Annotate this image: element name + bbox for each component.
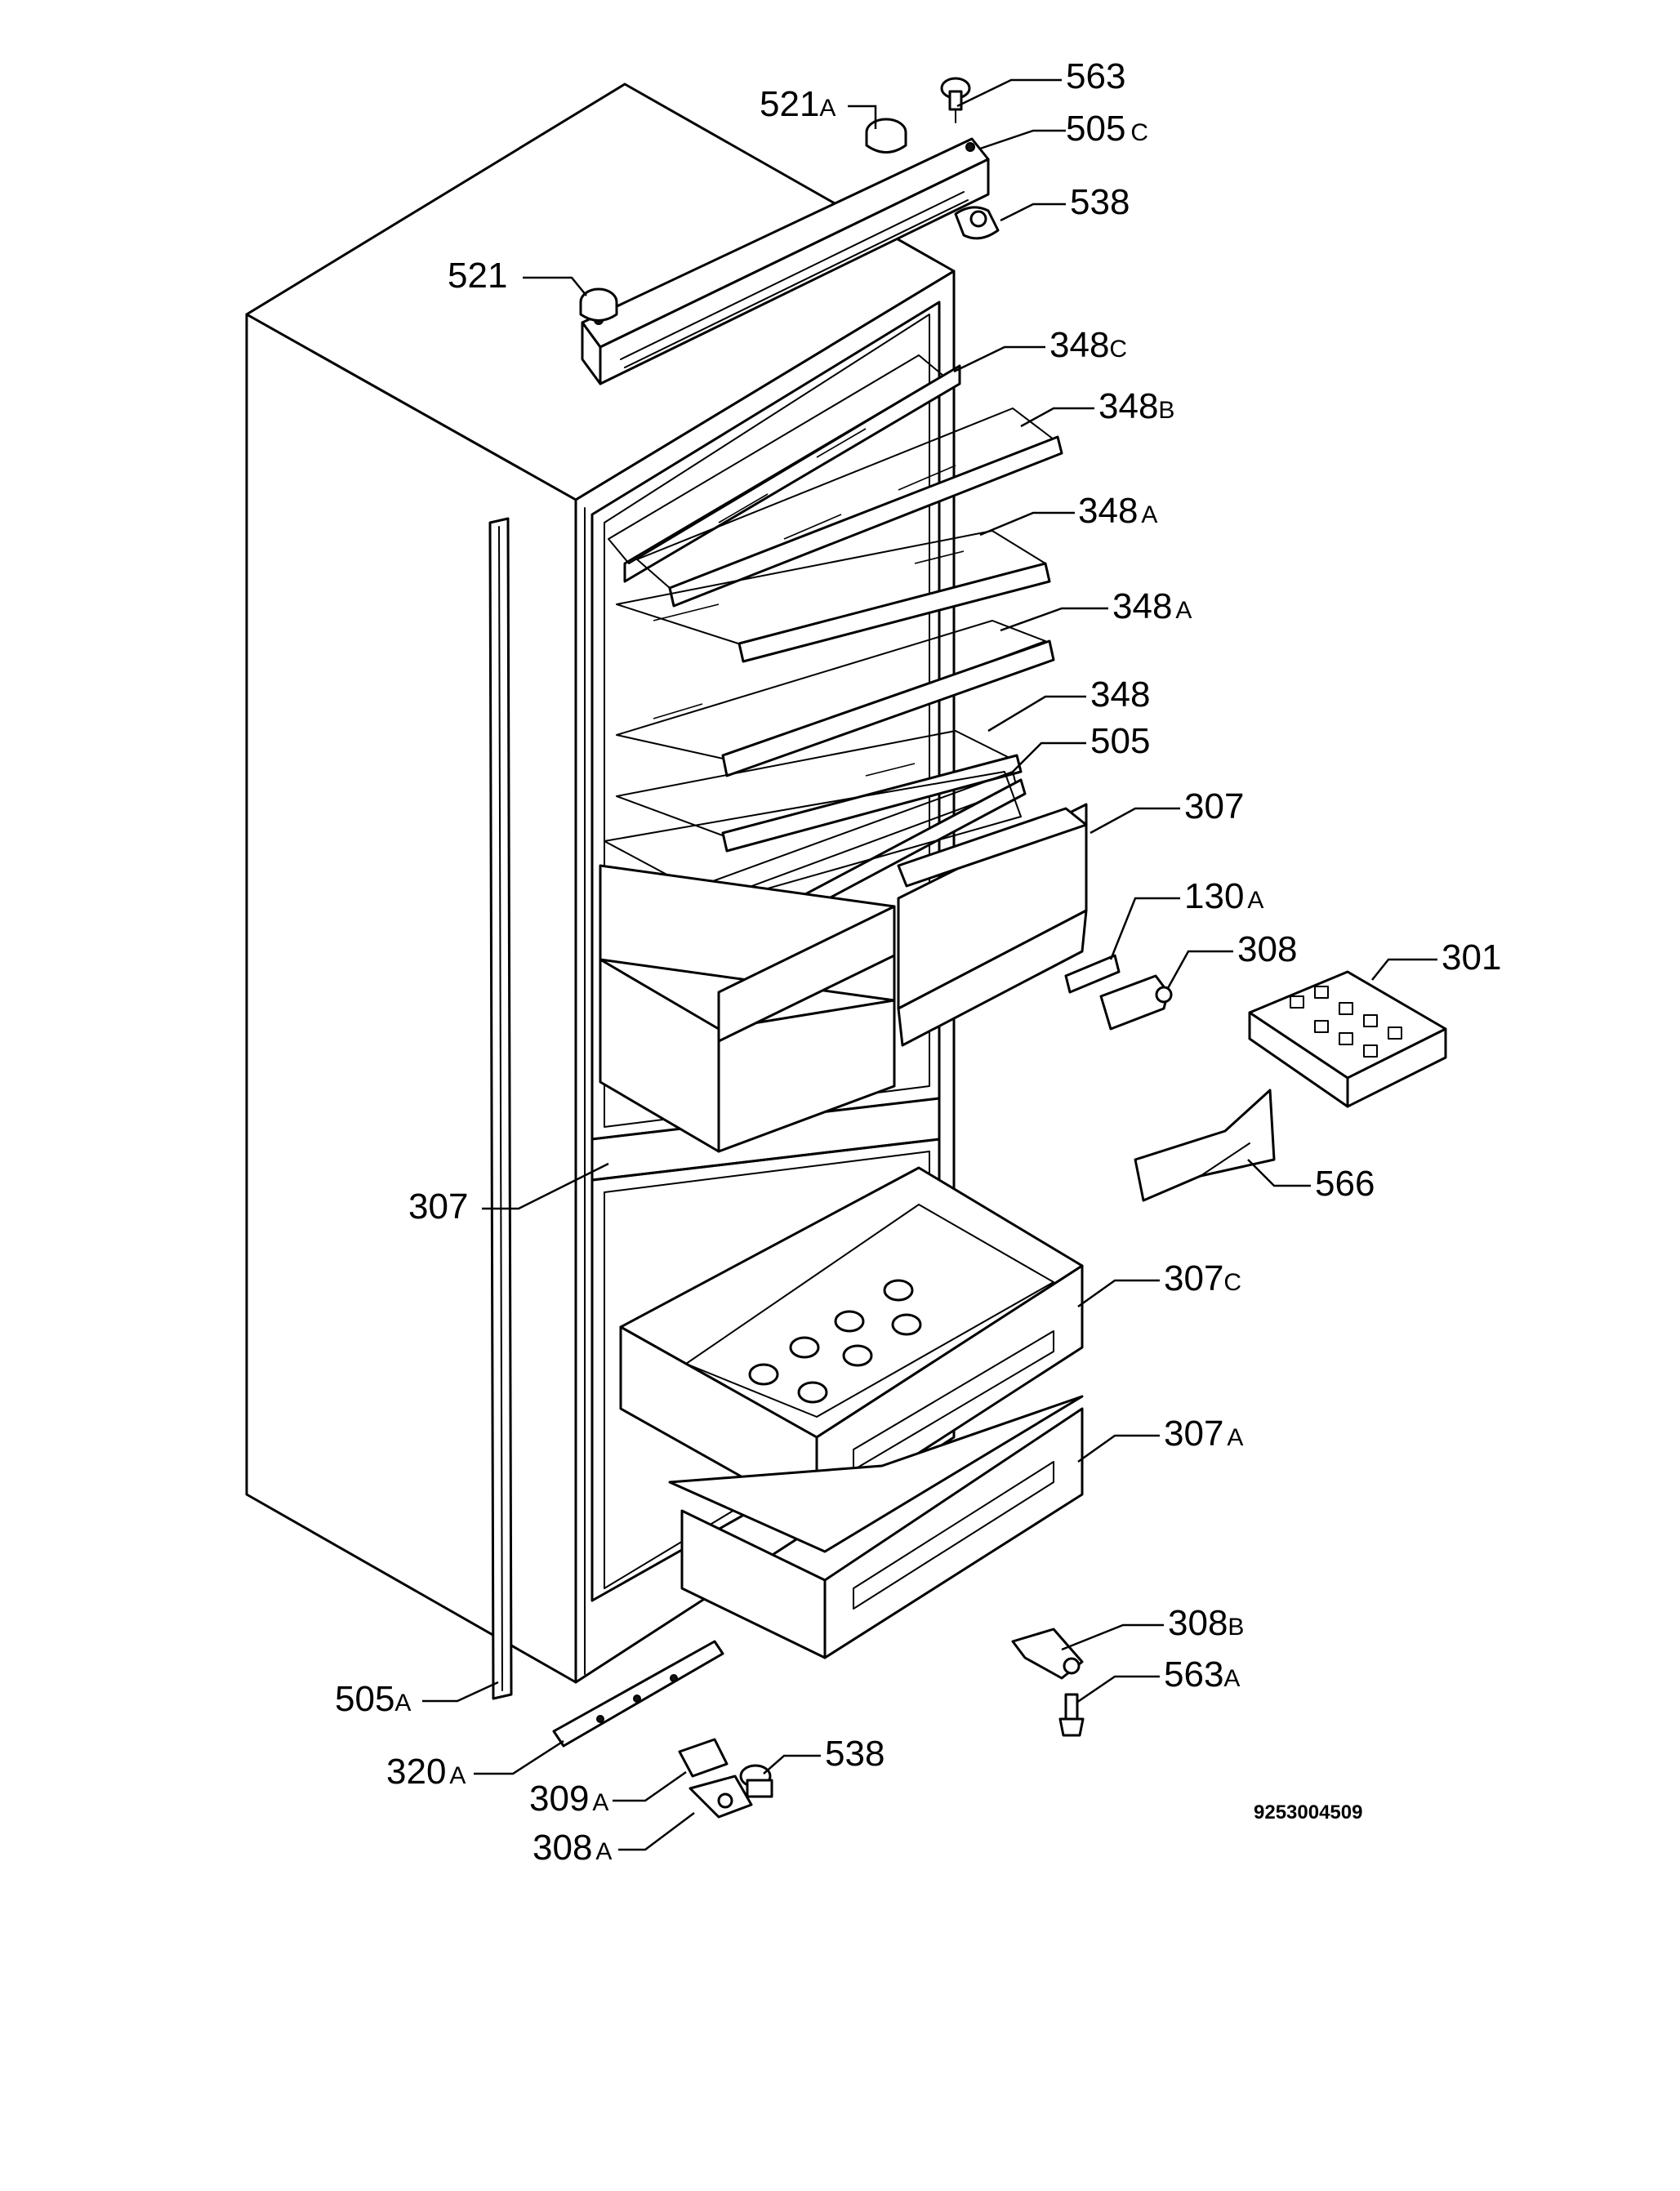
callout-308: 308 xyxy=(1237,929,1297,969)
callout-307-right: 307 xyxy=(1184,786,1244,826)
callout-307-left: 307 xyxy=(408,1187,468,1227)
screw-563 xyxy=(940,77,971,123)
callout-538-bottom: 538 xyxy=(825,1734,885,1774)
shelf-348 xyxy=(616,730,1023,853)
callout-505: 505 xyxy=(1090,721,1150,761)
part-308a xyxy=(688,1775,753,1819)
callout-308b: 308B xyxy=(1168,1603,1244,1643)
ice-tray-301 xyxy=(1248,970,1447,1108)
rail-320a xyxy=(552,1640,724,1748)
callout-307c: 307C xyxy=(1164,1258,1241,1298)
part-308 xyxy=(1099,974,1173,1031)
freezer-drawer-307a xyxy=(668,1395,1084,1659)
freezer-drawer-307c xyxy=(619,1166,1084,1521)
callout-538-top: 538 xyxy=(1070,182,1130,222)
scraper-566 xyxy=(1134,1089,1276,1202)
part-130a xyxy=(1064,954,1121,994)
shelf-348a-lower xyxy=(616,620,1055,777)
hinge-538-top xyxy=(954,206,1000,240)
callout-348: 348 xyxy=(1090,675,1150,715)
clip-521a xyxy=(865,118,907,154)
callout-505a: 505A xyxy=(335,1679,411,1719)
callout-348c: 348C xyxy=(1049,325,1127,365)
callout-301: 301 xyxy=(1442,937,1501,977)
door-seal-505a xyxy=(488,517,513,1700)
part-309a xyxy=(678,1738,729,1778)
freezer-drawer-vents xyxy=(748,1279,922,1404)
part-308b xyxy=(1011,1628,1084,1680)
callout-521: 521 xyxy=(448,256,507,296)
top-rail-505c xyxy=(581,137,990,385)
shelf-348c xyxy=(608,354,961,583)
callout-521a: 521A xyxy=(760,84,836,124)
leader-lines xyxy=(422,78,1437,1851)
callout-348b: 348B xyxy=(1098,386,1174,426)
crisper-307-left xyxy=(599,864,896,1153)
screw-563a xyxy=(1058,1693,1085,1737)
callout-566: 566 xyxy=(1315,1164,1375,1204)
catalog-number: 9253004509 xyxy=(1254,1801,1362,1824)
hinge-538-bottom xyxy=(739,1764,773,1798)
shelf-348b xyxy=(636,407,1063,608)
callout-563a: 563A xyxy=(1164,1654,1240,1694)
crisper-307-right xyxy=(897,803,1088,1047)
clip-521 xyxy=(579,287,618,322)
ice-tray-cells xyxy=(1290,986,1402,1058)
callout-563: 563 xyxy=(1066,56,1125,96)
